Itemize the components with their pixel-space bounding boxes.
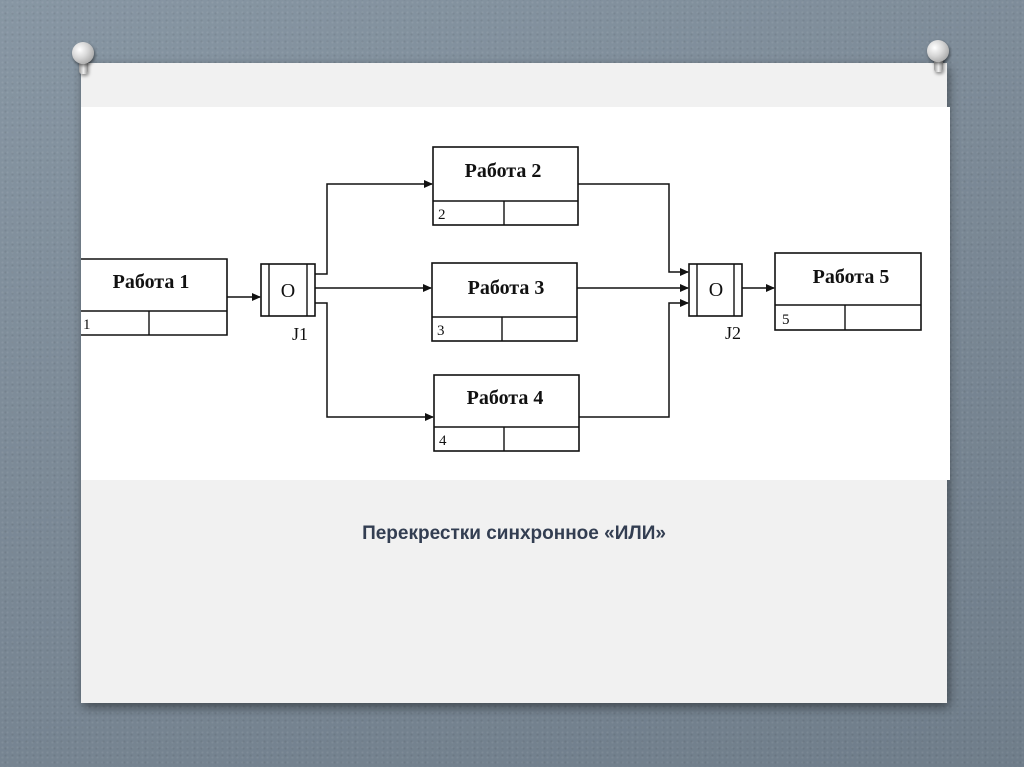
link-arrow (315, 303, 433, 417)
pushpin-icon (925, 40, 951, 74)
slide-caption: Перекрестки синхронное «ИЛИ» (81, 523, 947, 545)
unit-of-work-5: Работа 5 5 (775, 253, 921, 330)
unit-title: Работа 2 (465, 160, 542, 182)
pushpin-icon (70, 42, 96, 76)
unit-of-work-4: Работа 4 4 (434, 375, 579, 451)
unit-of-work-2: Работа 2 2 (433, 147, 578, 225)
unit-number: 2 (438, 207, 446, 223)
unit-number: 5 (782, 312, 790, 328)
unit-box-outline (432, 263, 577, 341)
unit-of-work-1: Работа 1 1 (81, 259, 227, 335)
junction-label: J2 (725, 323, 741, 343)
unit-box-outline (433, 147, 578, 225)
unit-box-outline (775, 253, 921, 330)
unit-of-work-3: Работа 3 3 (432, 263, 577, 341)
junction-type-symbol: O (709, 279, 723, 301)
link-arrow (315, 184, 432, 274)
diagram-canvas: Работа 1 1 Работа 2 2 Работа 3 3 Работа … (81, 107, 950, 480)
unit-number: 4 (439, 433, 447, 449)
unit-title: Работа 4 (467, 387, 544, 409)
unit-title: Работа 3 (468, 277, 545, 299)
link-arrow (579, 303, 688, 417)
unit-number: 1 (83, 317, 91, 333)
junction-type-symbol: O (281, 280, 295, 302)
junction-j1: O J1 (261, 264, 315, 344)
idef3-diagram: Работа 1 1 Работа 2 2 Работа 3 3 Работа … (81, 107, 950, 480)
unit-title: Работа 5 (813, 266, 890, 288)
junction-label: J1 (292, 324, 308, 344)
unit-number: 3 (437, 323, 445, 339)
link-arrow (578, 184, 688, 272)
unit-title: Работа 1 (113, 271, 190, 293)
junction-j2: O J2 (689, 264, 742, 343)
